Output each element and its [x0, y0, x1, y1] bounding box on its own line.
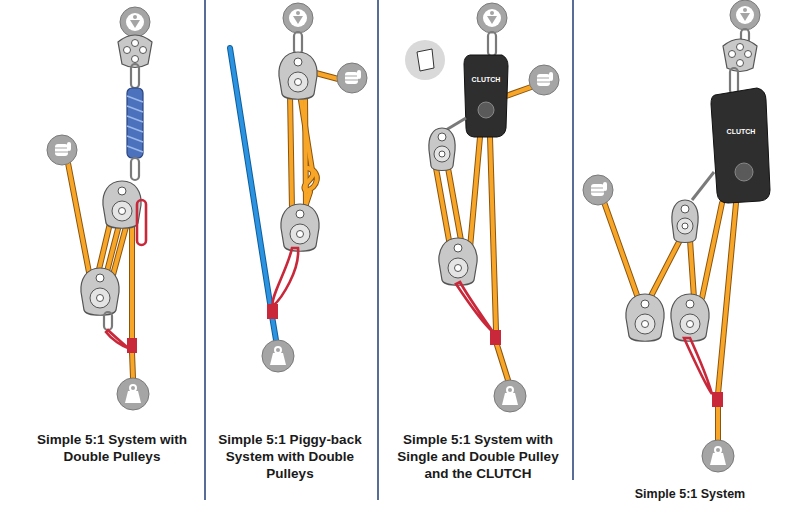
- caption-text: Simple 5:1 System: [595, 487, 785, 503]
- rope: [604, 202, 736, 440]
- anchor-symbol: [120, 7, 150, 37]
- carabiner: [684, 338, 712, 394]
- anchor-symbol: [283, 3, 313, 33]
- clutch-device: [464, 55, 508, 137]
- rope: [230, 48, 276, 340]
- double-pulley: [671, 294, 709, 341]
- panel-divider: [572, 0, 574, 480]
- load-symbol: [494, 380, 526, 412]
- clutch-cam: [478, 102, 494, 118]
- carabiner: [730, 68, 738, 94]
- clutch-cam: [735, 163, 753, 181]
- anchor-symbol: [477, 3, 507, 33]
- haul-hand-symbol: [583, 175, 613, 205]
- device-label: CLUTCH: [466, 76, 506, 85]
- double-pulley: [439, 238, 477, 285]
- rope-bag: [127, 88, 143, 158]
- detail-bubble: [405, 40, 445, 80]
- carabiner: [272, 248, 298, 306]
- carabiner: [106, 330, 128, 348]
- prusik-knot: [712, 392, 723, 407]
- clutch-icon: [417, 49, 434, 71]
- load-symbol: [702, 440, 734, 472]
- haul-hand-symbol: [47, 135, 77, 165]
- device-label: CLUTCH: [721, 128, 761, 137]
- carabiner: [104, 312, 112, 330]
- rope: [230, 48, 276, 340]
- anchor-symbol: [730, 0, 760, 30]
- load-symbol: [262, 340, 294, 372]
- load-symbol: [117, 378, 149, 410]
- single-pulley: [672, 200, 698, 243]
- double-pulley: [626, 294, 664, 341]
- double-pulley: [281, 204, 319, 251]
- carabiner: [692, 172, 714, 200]
- carabiner: [137, 200, 146, 245]
- caption-text: Simple 5:1 System with Double Pulleys: [22, 432, 202, 466]
- double-pulley: [81, 268, 119, 315]
- haul-hand-symbol: [529, 65, 559, 95]
- carabiner: [131, 64, 139, 88]
- rigging-plate: [118, 35, 152, 68]
- carabiner: [488, 32, 496, 56]
- panel-divider: [204, 0, 206, 500]
- carabiner: [446, 118, 466, 130]
- double-pulley: [279, 52, 317, 99]
- prusik-knot: [127, 338, 137, 353]
- prusik-knot: [267, 304, 278, 319]
- caption-text: Simple 5:1 System with Single and Double…: [394, 432, 562, 483]
- single-pulley: [429, 128, 455, 171]
- carabiner: [294, 32, 302, 54]
- rope-coil: [127, 96, 143, 152]
- clutch-device: [711, 88, 770, 203]
- prusik-knot: [490, 330, 501, 345]
- rope: [604, 202, 736, 440]
- caption-text: Simple 5:1 Piggy-back System with Double…: [217, 432, 363, 483]
- carabiner: [456, 282, 493, 332]
- haul-hand-symbol: [337, 63, 367, 93]
- rigging-plate: [723, 39, 757, 72]
- double-pulley: [103, 181, 141, 228]
- carabiner: [131, 158, 139, 180]
- panel-divider: [377, 0, 379, 500]
